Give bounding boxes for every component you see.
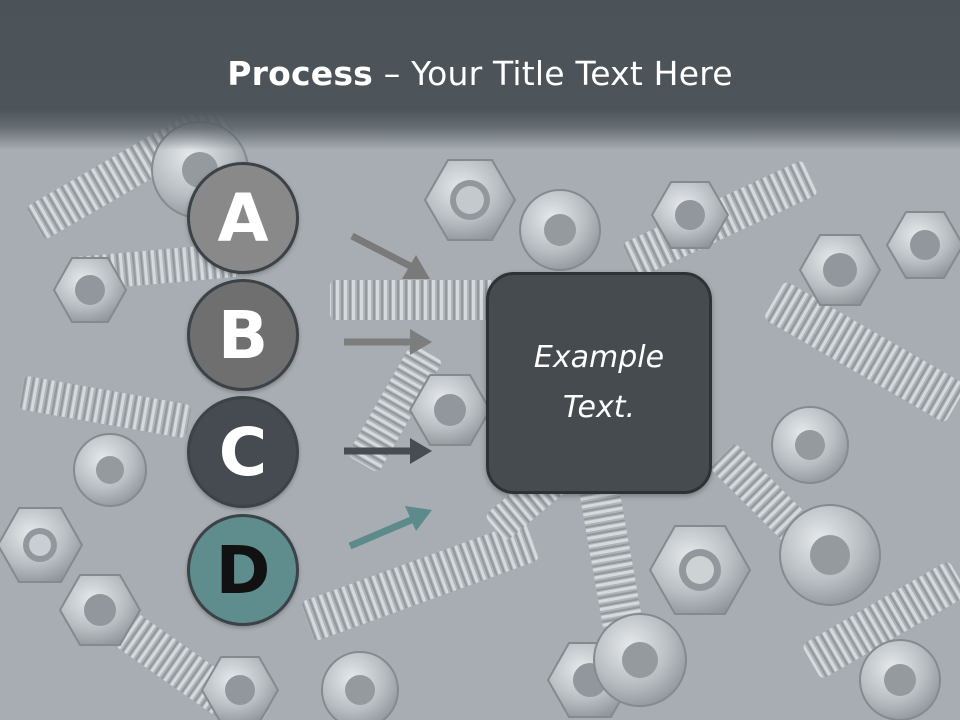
arrow-d [348,506,432,550]
step-d-letter: D [215,531,271,609]
step-c-circle: C [187,396,299,508]
title-bold-part: Process [227,54,374,93]
arrow-a [350,232,430,279]
example-text-box: Example Text. [486,272,712,494]
step-b-circle: B [187,279,299,391]
title-rest-part: – Your Title Text Here [373,54,733,93]
step-c-letter: C [218,413,268,491]
example-text-line2: Text. [562,390,636,425]
arrow-b [344,329,432,355]
step-a-circle: A [187,162,299,274]
slide-title: Process – Your Title Text Here [0,52,960,96]
title-bar [0,0,960,150]
arrow-c [344,438,432,464]
step-a-letter: A [217,179,269,257]
step-b-letter: B [217,296,269,374]
step-d-circle: D [187,514,299,626]
example-text-line1: Example [533,340,665,375]
